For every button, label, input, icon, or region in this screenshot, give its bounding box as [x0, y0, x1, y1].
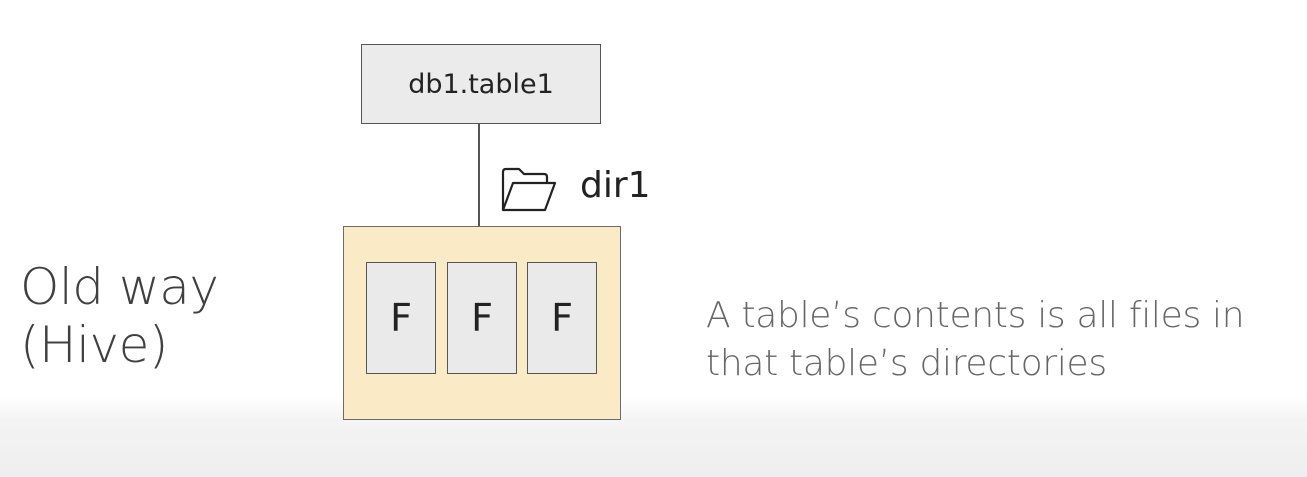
description-line-1: A table’s contents is all files in [706, 295, 1245, 336]
file-box: F [366, 262, 436, 374]
file-box: F [527, 262, 597, 374]
heading-line-1: Old way [20, 258, 219, 316]
folder-icon [501, 167, 557, 212]
directory-label: dir1 [580, 165, 651, 206]
heading-line-2: (Hive) [20, 316, 168, 374]
file-box: F [447, 262, 517, 374]
description-text: A table’s contents is all files in that … [706, 292, 1245, 388]
description-line-2: that table’s directories [706, 343, 1107, 384]
table-node: db1.table1 [361, 44, 601, 124]
slide-heading: Old way (Hive) [20, 258, 219, 374]
connector-line [478, 124, 480, 226]
